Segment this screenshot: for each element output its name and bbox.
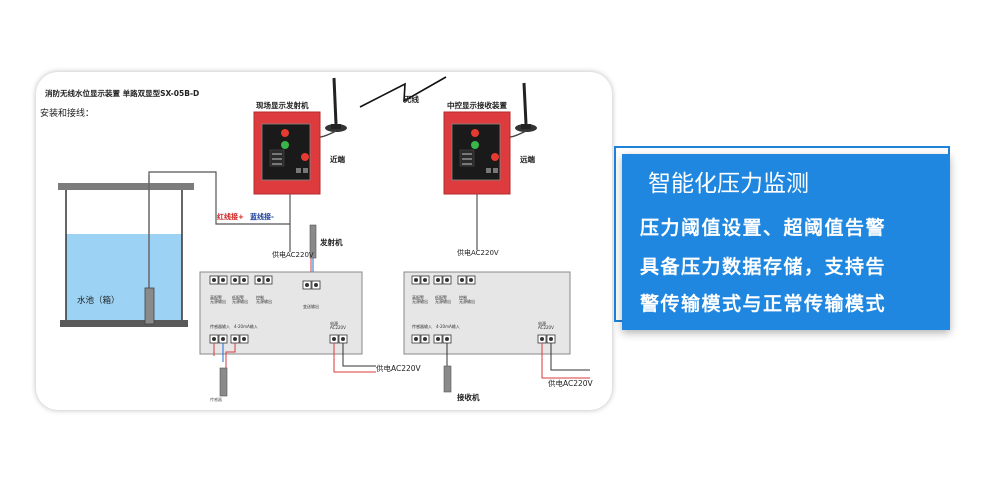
wireless-zigzag bbox=[359, 76, 447, 108]
receiver-board bbox=[403, 271, 571, 355]
feature-title: 智能化压力监测 bbox=[648, 171, 809, 197]
receiver-wiring bbox=[443, 343, 590, 393]
install-subtitle: 安装和接线： bbox=[40, 109, 95, 119]
receiver-board-label-power: 电源 AC220V bbox=[538, 321, 554, 330]
receiver-board-label-high-alarm: 高报警 无源输出 bbox=[412, 295, 428, 304]
water-tank bbox=[58, 183, 194, 327]
power-label-3: 供电AC220V bbox=[376, 364, 421, 373]
wireless-label: 无线 bbox=[404, 95, 419, 104]
submersible-sensor bbox=[144, 175, 155, 325]
feature-line-1: 压力阈值设置、超阈值告警 bbox=[640, 217, 887, 239]
transmitter-label: 发射机 bbox=[320, 238, 343, 247]
power-label-2: 供电AC220V bbox=[457, 249, 499, 257]
receiver-box bbox=[443, 111, 511, 250]
transmitter-board bbox=[199, 271, 363, 355]
receiver-board-label-mA-input: 4-20mA输入 bbox=[436, 324, 460, 329]
antenna-right bbox=[515, 82, 537, 132]
board-label-sensor-input: 传感器输入 bbox=[210, 324, 230, 329]
board-label-transmit: 变送输出 bbox=[303, 304, 319, 309]
sensor-label: 传感器 bbox=[210, 397, 222, 402]
transmitter-box-label: 现场显示发射机 bbox=[256, 101, 309, 110]
wire-blue-label: 蓝线接- bbox=[250, 213, 274, 221]
tank-label: 水池（箱） bbox=[77, 296, 120, 306]
feature-card bbox=[622, 154, 950, 330]
board-label-mA-input: 4-20mA输入 bbox=[234, 324, 258, 329]
receiver-label: 接收机 bbox=[457, 393, 480, 402]
wire-red-label: 红线接+ bbox=[217, 213, 244, 221]
board-label-high-alarm: 高报警 无源输出 bbox=[210, 295, 226, 304]
board-label-low-alarm: 低报警 无源输出 bbox=[232, 295, 248, 304]
transmitter-wiring bbox=[213, 343, 376, 397]
board-label-control: 控制 无源输出 bbox=[256, 295, 272, 304]
near-end-label: 近端 bbox=[330, 155, 345, 164]
receiver-board-label-control: 控制 无源输出 bbox=[459, 295, 475, 304]
receiver-box-label: 中控显示接收装置 bbox=[447, 101, 507, 110]
receiver-board-label-low-alarm: 低报警 无源输出 bbox=[435, 295, 451, 304]
power-label-1: 供电AC220V bbox=[272, 251, 314, 259]
board-label-power: 电源 AC220V bbox=[330, 321, 346, 330]
transmitter-box bbox=[253, 111, 321, 224]
antenna-left bbox=[325, 77, 347, 132]
receiver-board-label-sensor-input: 传感器输入 bbox=[412, 324, 432, 329]
feature-line-2: 具备压力数据存储，支持告 bbox=[640, 256, 887, 278]
feature-line-3: 警传输模式与正常传输模式 bbox=[640, 293, 887, 315]
diagram-title: 消防无线水位显示装置 单路双显型SX-05B-D bbox=[45, 89, 200, 98]
far-end-label: 远端 bbox=[520, 155, 535, 164]
power-label-4: 供电AC220V bbox=[548, 379, 593, 388]
